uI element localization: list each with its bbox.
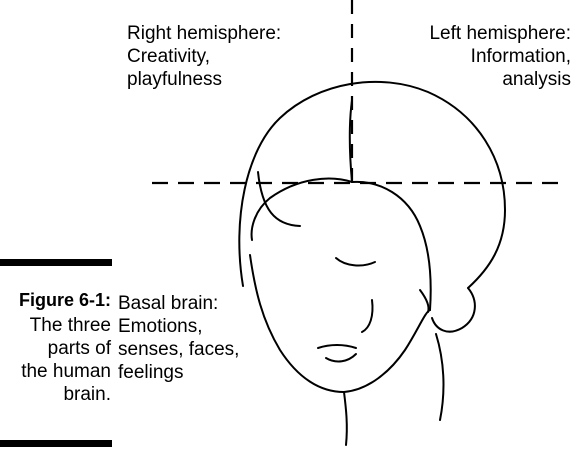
caption-rule-top	[0, 259, 112, 266]
neck-front	[344, 392, 347, 445]
hair-strand-left	[252, 179, 352, 240]
face-outline	[250, 255, 430, 392]
eye-left	[420, 290, 429, 312]
caption-rule-bottom	[0, 440, 112, 447]
nose	[362, 300, 373, 332]
head-outline	[239, 82, 505, 445]
eye-right	[336, 258, 375, 265]
left-hemisphere-label: Left hemisphere: Information, analysis	[429, 22, 571, 91]
hair-part	[350, 100, 352, 182]
mouth-upper	[318, 345, 356, 348]
figure-number: Figure 6-1:	[19, 290, 111, 311]
hair-strand-right	[352, 182, 431, 310]
neck-back	[436, 334, 443, 420]
right-hemisphere-label: Right hemisphere: Creativity, playfulnes…	[127, 22, 281, 91]
hair-strand-inner	[258, 172, 300, 226]
mouth-lower	[326, 354, 356, 361]
hair-outline	[239, 82, 505, 288]
figure-caption: The three parts of the human brain.	[21, 314, 111, 406]
hair-bun	[432, 288, 475, 332]
basal-brain-label: Basal brain: Emotions, senses, faces, fe…	[118, 292, 239, 384]
